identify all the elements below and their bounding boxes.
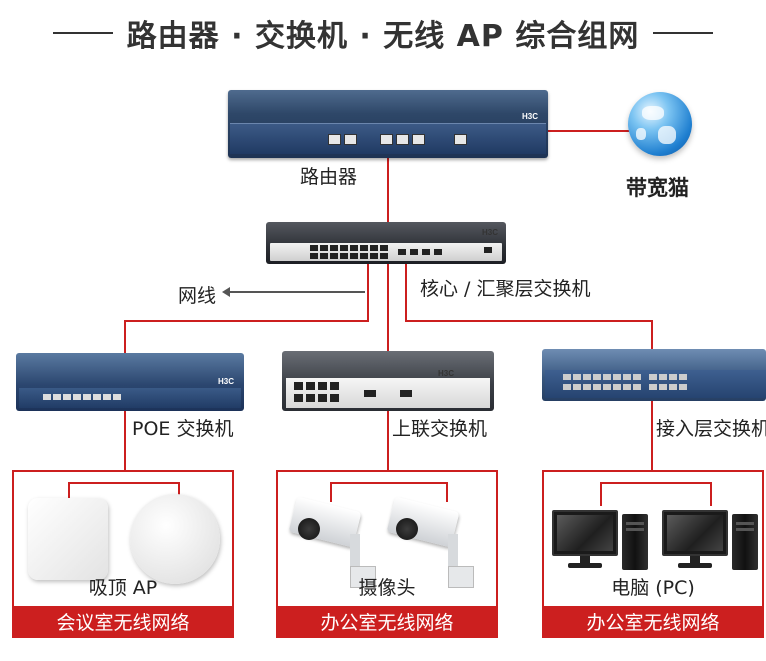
wire-router-to-core	[387, 158, 389, 224]
wire-core-down-right	[405, 264, 407, 320]
panel-2-branch	[330, 482, 448, 484]
panel-1-branch	[68, 482, 180, 484]
panel-1-caption: 会议室无线网络	[14, 606, 232, 636]
router-port	[396, 134, 409, 145]
panel-3-branch-right	[710, 482, 712, 506]
panel-2-caption: 办公室无线网络	[278, 606, 496, 636]
core-switch-label: 核心 / 汇聚层交换机	[420, 278, 591, 300]
wire-right-to-access	[651, 320, 653, 350]
poe-switch-label: POE 交换机	[132, 418, 234, 440]
ceiling-ap-round-icon	[130, 494, 220, 584]
panel-meeting-room: 吸顶 AP 会议室无线网络	[12, 470, 234, 638]
wire-left-horizontal	[124, 320, 369, 322]
cable-label: 网线	[178, 285, 217, 307]
cable-arrowhead-icon	[222, 287, 230, 297]
poe-switch-device: H3C	[16, 353, 244, 411]
wire-access-to-panel	[651, 401, 653, 477]
uplink-switch-label: 上联交换机	[392, 418, 488, 440]
ceiling-ap-square-icon	[28, 498, 108, 580]
core-switch-device: H3C	[266, 222, 506, 264]
modem-label: 带宽猫	[626, 176, 689, 200]
panel-3-device-label: 电脑 (PC)	[611, 577, 695, 599]
panel-1-device-label: 吸顶 AP	[88, 577, 158, 599]
uplink-switch-brand: H3C	[437, 369, 454, 378]
panel-office-cameras: 摄像头 办公室无线网络	[276, 470, 498, 638]
panel-1-branch-left	[68, 482, 70, 500]
panel-3-branch	[600, 482, 712, 484]
router-port	[454, 134, 467, 145]
panel-2-branch-right	[446, 482, 448, 502]
panel-2-branch-left	[330, 482, 332, 502]
poe-switch-brand: H3C	[217, 377, 234, 386]
router-label: 路由器	[300, 166, 358, 188]
panel-3-branch-left	[600, 482, 602, 506]
access-switch-label: 接入层交换机	[656, 418, 766, 440]
router-port	[412, 134, 425, 145]
access-switch-front-panel	[545, 370, 766, 398]
router-brand: H3C	[521, 112, 538, 121]
wire-left-to-poe	[124, 320, 126, 354]
router-port	[380, 134, 393, 145]
panel-2-device-label: 摄像头	[358, 577, 416, 599]
title-right-rule	[653, 32, 714, 34]
cable-arrow-icon	[225, 291, 365, 293]
panel-3-caption: 办公室无线网络	[544, 606, 762, 636]
wire-uplink-to-panel	[387, 411, 389, 477]
panel-1-branch-right	[178, 482, 180, 496]
wire-router-to-modem	[548, 130, 630, 132]
wire-poe-to-panel	[124, 411, 126, 477]
diagram-title: 路由器 · 交换机 · 无线 AP 综合组网	[0, 10, 766, 56]
poe-switch-front-panel	[19, 388, 241, 408]
internet-globe-icon	[628, 92, 692, 156]
core-switch-brand: H3C	[481, 228, 498, 237]
wire-right-horizontal	[405, 320, 653, 322]
wire-core-down-left	[367, 264, 369, 320]
router-front-panel: H3C	[230, 112, 546, 154]
panel-office-pcs: 电脑 (PC) 办公室无线网络	[542, 470, 764, 638]
uplink-switch-device: H3C	[282, 351, 494, 411]
router-device: H3C	[228, 90, 548, 158]
title-text: 路由器 · 交换机 · 无线 AP 综合组网	[126, 19, 640, 54]
title-left-rule	[52, 32, 113, 34]
router-port	[344, 134, 357, 145]
access-switch-device	[542, 349, 766, 401]
router-port	[328, 134, 341, 145]
core-switch-front-panel	[270, 243, 502, 261]
uplink-switch-front-panel	[286, 378, 490, 408]
wire-core-down-center	[387, 264, 389, 352]
